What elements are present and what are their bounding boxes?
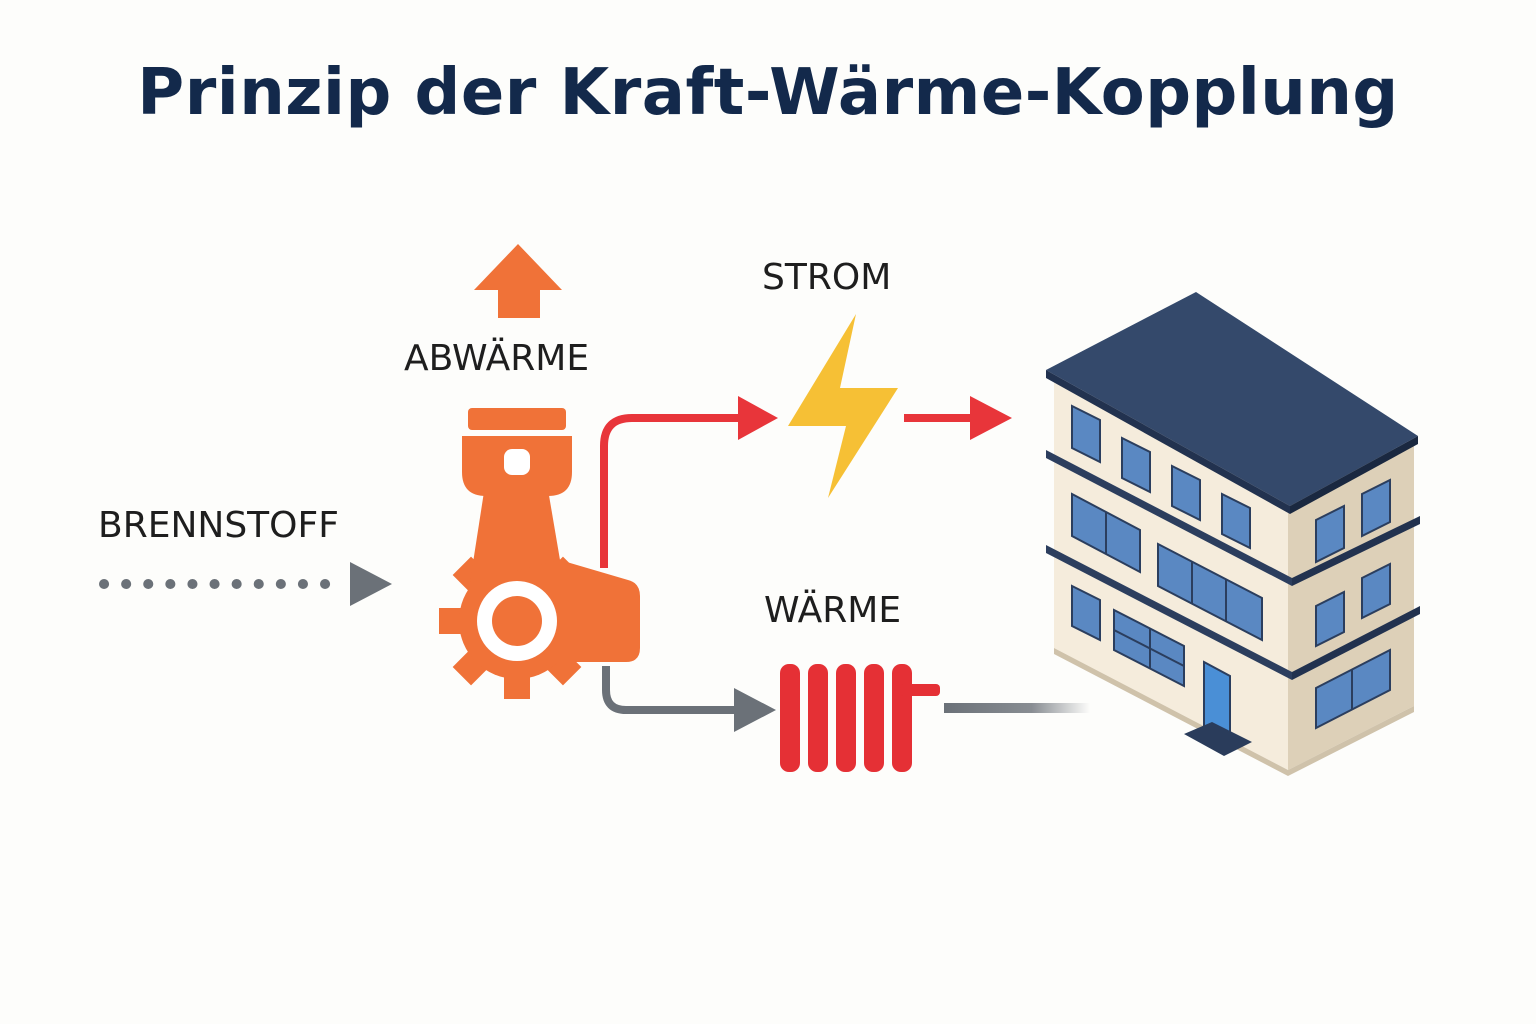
power-to-building-arrow [904,396,1012,440]
lightning-bolt-icon [788,314,898,498]
power-label: STROM [762,257,891,298]
diagram-title: Prinzip der Kraft-Wärme-Kopplung [137,56,1399,130]
waste-heat-label: ABWÄRME [404,337,589,379]
piston-gear-icon [439,408,640,699]
heat-label: WÄRME [764,589,901,631]
arrow-up-icon [474,244,562,318]
fuel-flow-arrow [99,562,392,606]
power-flow-arrow [600,396,778,568]
fuel-label: BRENNSTOFF [98,505,339,546]
heat-flow-arrow [602,666,776,732]
apartment-building-icon [1046,292,1420,776]
heat-supply-line [944,703,1090,713]
radiator-icon [780,664,940,772]
